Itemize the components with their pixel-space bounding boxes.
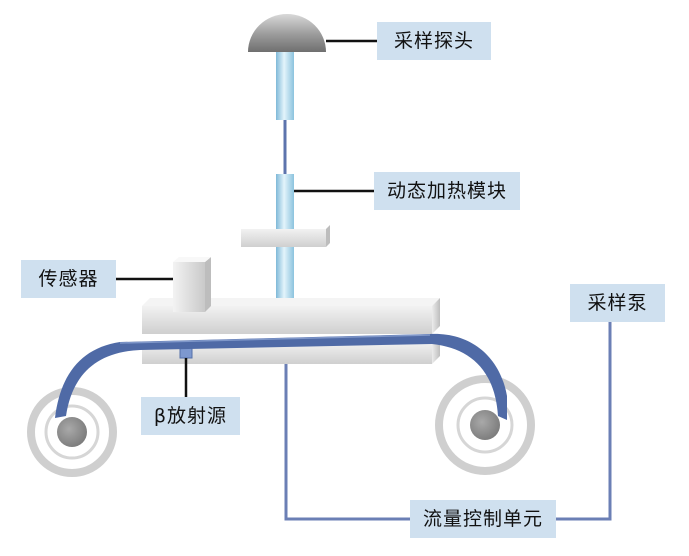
flow-path-line [284,364,410,521]
label-sensor: 传感器 [21,260,116,298]
label-sampling-probe: 采样探头 [377,22,491,60]
beta-source-element [179,347,193,359]
label-dynamic-heating-module: 动态加热模块 [374,172,520,210]
sampling-probe [248,14,326,120]
label-sampling-pump: 采样泵 [570,284,665,322]
heater-plate [241,225,330,247]
probe-dome [248,14,326,52]
sensor-box [173,257,211,312]
label-beta-source: β放射源 [141,397,240,435]
upper-platform [142,298,440,334]
label-flow-control-unit: 流量控制单元 [410,500,556,538]
probe-tube [276,52,294,120]
pump-path-line [556,322,612,521]
heating-module-tube [276,174,294,230]
filter-tape [55,333,507,420]
left-reel [27,387,117,477]
right-reel [435,375,535,475]
